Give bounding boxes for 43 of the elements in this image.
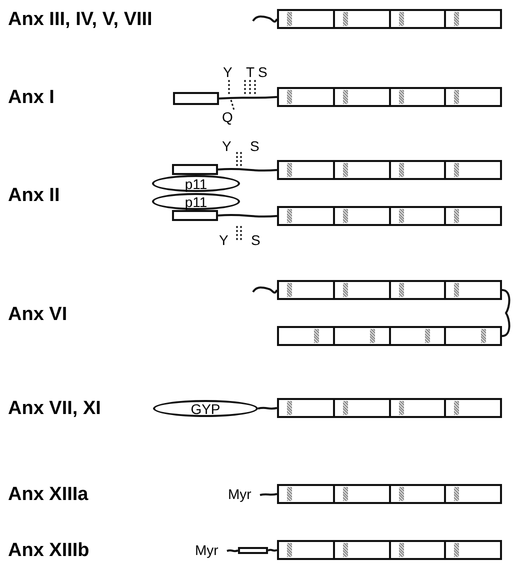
terminal-domain-box <box>172 210 218 221</box>
residue-label: Q <box>222 110 233 124</box>
annexin-repeat-bar <box>277 540 502 560</box>
ellipse-domain: GYP <box>153 400 258 417</box>
linker-line <box>258 406 278 410</box>
linker-line <box>218 168 278 172</box>
residue-label: Y <box>222 139 232 153</box>
linker-line <box>218 96 278 100</box>
row-label: Anx XIIIa <box>8 485 88 504</box>
residue-label: S <box>258 65 268 79</box>
linker-line <box>252 16 278 22</box>
annexin-repeat-bar <box>277 484 502 504</box>
row-label: Anx II <box>8 186 60 205</box>
linker-line <box>268 548 278 552</box>
residue-label: S <box>251 233 260 247</box>
linker-line <box>252 286 278 294</box>
row-label: Anx III, IV, V, VIII <box>8 10 152 29</box>
row-label: Anx VI <box>8 305 68 324</box>
residue-label: Y <box>219 233 228 247</box>
terminal-domain-box <box>173 92 219 105</box>
row-label: Anx XIIIb <box>8 541 90 560</box>
ellipse-domain: p11 <box>152 175 240 192</box>
annexin-repeat-bar <box>277 206 502 226</box>
linker-line <box>226 549 238 552</box>
annexin-repeat-bar <box>277 280 502 300</box>
row-label: Anx I <box>8 88 54 107</box>
residue-label: S <box>250 139 260 153</box>
ellipse-domain: p11 <box>152 193 240 210</box>
terminal-domain-box <box>238 547 268 554</box>
modification-label: Myr <box>195 543 227 559</box>
modification-label: Myr <box>228 487 260 503</box>
annexin-repeat-bar <box>277 326 502 346</box>
linker-line <box>502 289 510 337</box>
annexin-repeat-bar <box>277 87 502 107</box>
linker-line <box>218 214 278 218</box>
residue-label: T <box>246 65 255 79</box>
annexin-repeat-bar <box>277 160 502 180</box>
residue-label: Y <box>223 65 232 79</box>
linker-line <box>260 493 278 496</box>
terminal-domain-box <box>172 164 218 175</box>
row-label: Anx VII, XI <box>8 399 101 418</box>
annexin-repeat-bar <box>277 9 502 29</box>
annexin-repeat-bar <box>277 398 502 418</box>
